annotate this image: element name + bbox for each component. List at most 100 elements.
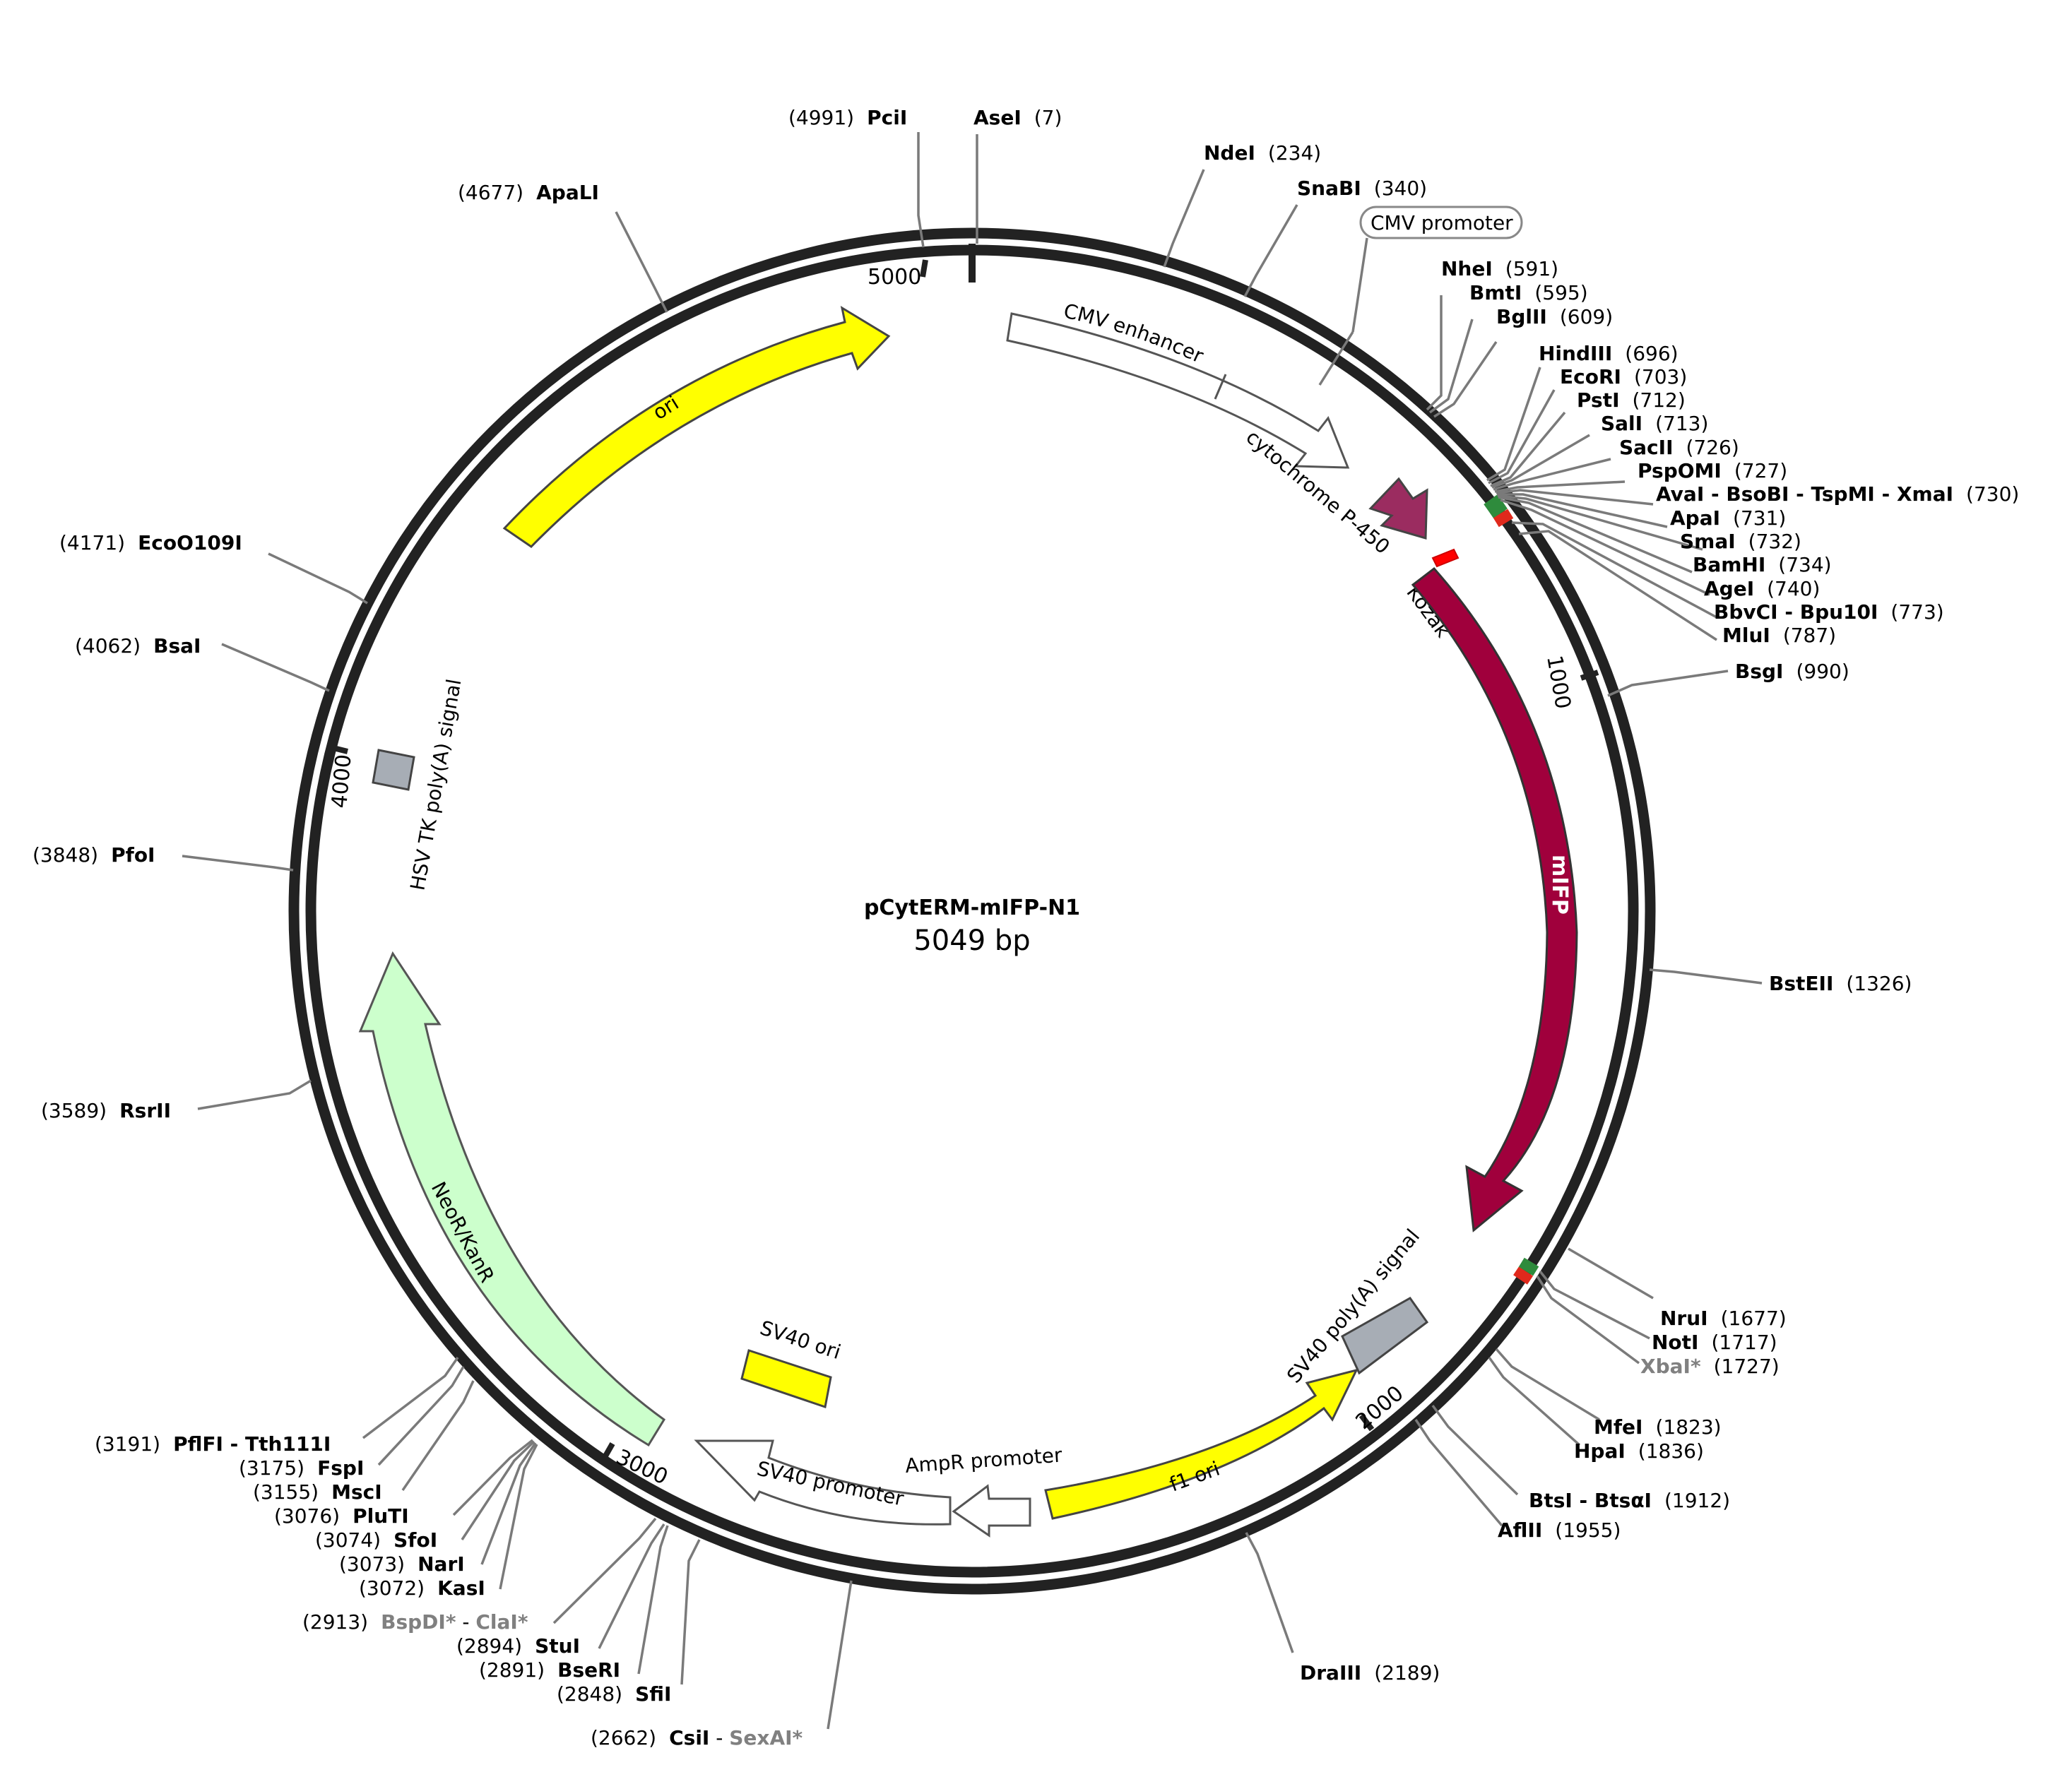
lead-csii	[827, 1580, 853, 1730]
mcs-region-marks	[1484, 494, 1539, 1285]
site-draiii: DraIII(2189)	[1300, 1661, 1440, 1684]
site-msci: (3155)MscI	[253, 1480, 382, 1504]
site-bglii: BglII(609)	[1496, 305, 1613, 328]
lead-mlui	[1518, 530, 1717, 641]
f1-ori-arrow[interactable]	[1044, 1368, 1358, 1520]
lead-ecoo109i	[268, 552, 368, 605]
cmv-promoter-lead-2	[1318, 331, 1354, 386]
lead-bsgi	[1607, 670, 1729, 697]
hsv-polya-box[interactable]	[372, 749, 415, 791]
lead-avai	[1496, 489, 1654, 506]
site-avai: AvaI - BsoBI - TspMI - XmaI(730)	[1656, 482, 2019, 506]
tick-label-4000: 4000	[327, 754, 357, 809]
site-bsteii: BstEII(1326)	[1769, 972, 1912, 995]
site-agei: AgeI(740)	[1704, 577, 1820, 600]
tick-1000	[1580, 670, 1599, 681]
cmv-enhancer-divider	[1214, 374, 1227, 400]
tick-5000	[920, 259, 928, 278]
site-fspi: (3175)FspI	[239, 1456, 364, 1480]
cmv-enhancer-arrow[interactable]	[1006, 312, 1350, 469]
site-mlui: MluI(787)	[1722, 624, 1836, 647]
lead-bbvci	[1511, 521, 1717, 619]
site-pflfi: (3191)PflFI - Tth111I	[95, 1432, 331, 1456]
not-red-mark	[1513, 1266, 1534, 1285]
tick-3000	[601, 1442, 615, 1460]
site-leader-lines	[182, 132, 1763, 1730]
site-bseri: (2891)BseRI	[479, 1658, 620, 1682]
site-bmti: BmtI(595)	[1469, 281, 1588, 304]
lead-apai	[1497, 493, 1668, 528]
lead-bsai	[221, 643, 330, 692]
lead-bglii	[1433, 341, 1498, 418]
mifp-arrow[interactable]	[1411, 566, 1578, 1232]
site-aflii: AflII(1955)	[1498, 1519, 1621, 1542]
site-ecori: EcoRI(703)	[1560, 365, 1687, 388]
site-bsai: (4062)BsaI	[75, 634, 201, 658]
plasmid-title-block: pCytERM-mIFP-N1 5049 bp	[864, 896, 1080, 957]
backbone-outer-strand	[288, 227, 1656, 1595]
site-apai: ApaI(731)	[1670, 506, 1786, 530]
lead-pluti	[452, 1439, 534, 1516]
site-bsgi: BsgI(990)	[1735, 660, 1849, 683]
site-nari: (3073)NarI	[339, 1552, 465, 1576]
lead-msci	[401, 1380, 475, 1491]
ori-arrow[interactable]	[502, 305, 891, 548]
cmv-promoter-label: CMV promoter	[1371, 211, 1513, 234]
neor-kanr-arrow[interactable]	[358, 951, 666, 1447]
site-pcii: (4991)PciI	[788, 106, 907, 129]
site-sali: SalI(713)	[1601, 412, 1708, 435]
site-bbvci: BbvCI - Bpu10I(773)	[1714, 600, 1944, 624]
plasmid-length: 5049 bp	[913, 925, 1030, 957]
site-snabi: SnaBI(340)	[1297, 177, 1427, 200]
lead-kasi	[499, 1444, 538, 1590]
hsv-polya-label: HSV TK poly(A) signal	[405, 677, 466, 892]
lead-psti	[1490, 411, 1566, 487]
not-green-mark	[1518, 1257, 1539, 1276]
lead-fspi	[377, 1366, 465, 1466]
cmv-promoter-bubble[interactable]	[1359, 206, 1523, 239]
site-ndei: NdeI(234)	[1204, 141, 1321, 165]
site-pluti: (3076)PluTI	[274, 1504, 409, 1528]
lead-seri	[637, 1525, 669, 1675]
kozak-mark[interactable]	[1431, 548, 1460, 568]
site-hpai: HpaI(1836)	[1574, 1439, 1704, 1463]
tick-label-1000: 1000	[1541, 653, 1575, 711]
ampr-promoter-arrow[interactable]	[952, 1484, 1031, 1538]
site-rsrii: (3589)RsrII	[41, 1099, 171, 1122]
lead-nhei	[1426, 295, 1443, 411]
sv40-ori-box[interactable]	[740, 1349, 832, 1408]
site-smai: SmaI(732)	[1680, 530, 1801, 553]
sv40-polya-box[interactable]	[1341, 1297, 1429, 1375]
mcs-green-mark	[1484, 494, 1508, 518]
tick-marks	[330, 244, 1599, 1460]
lead-apali	[615, 211, 668, 313]
lead-sali	[1491, 434, 1590, 489]
lead-sacii	[1493, 458, 1611, 491]
lead-hindiii	[1486, 367, 1541, 482]
lead-snabi	[1243, 204, 1298, 297]
site-bspdi: (2913)BspDI* - ClaI*	[302, 1610, 528, 1634]
lead-ndei	[1163, 169, 1205, 268]
site-mfei: MfeI(1823)	[1594, 1415, 1722, 1439]
lead-noti	[1539, 1270, 1650, 1340]
lead-pflfi	[362, 1357, 459, 1439]
mcs-red-mark	[1493, 509, 1514, 528]
site-pspomi: PspOMI(727)	[1638, 459, 1787, 482]
lead-mfei	[1495, 1348, 1600, 1421]
cytochrome-p450-arrow[interactable]	[1368, 477, 1428, 540]
plasmid-name: pCytERM-mIFP-N1	[864, 896, 1080, 920]
lead-draiii	[1245, 1532, 1294, 1653]
lead-bsteii	[1649, 968, 1763, 985]
lead-ecori	[1488, 389, 1556, 485]
site-nrui: NruI(1677)	[1660, 1307, 1787, 1330]
lead-xbai	[1536, 1276, 1640, 1365]
lead-bmti	[1428, 319, 1474, 414]
lead-pspomi	[1494, 480, 1626, 493]
site-hindiii: HindIII(696)	[1539, 342, 1679, 365]
site-sfoi: (3074)SfoI	[315, 1528, 437, 1552]
site-pfoi: (3848)PfoI	[32, 843, 155, 867]
sv40-promoter-arrow[interactable]	[694, 1439, 952, 1526]
lead-pfoi	[182, 855, 294, 872]
lead-agei	[1500, 499, 1710, 596]
